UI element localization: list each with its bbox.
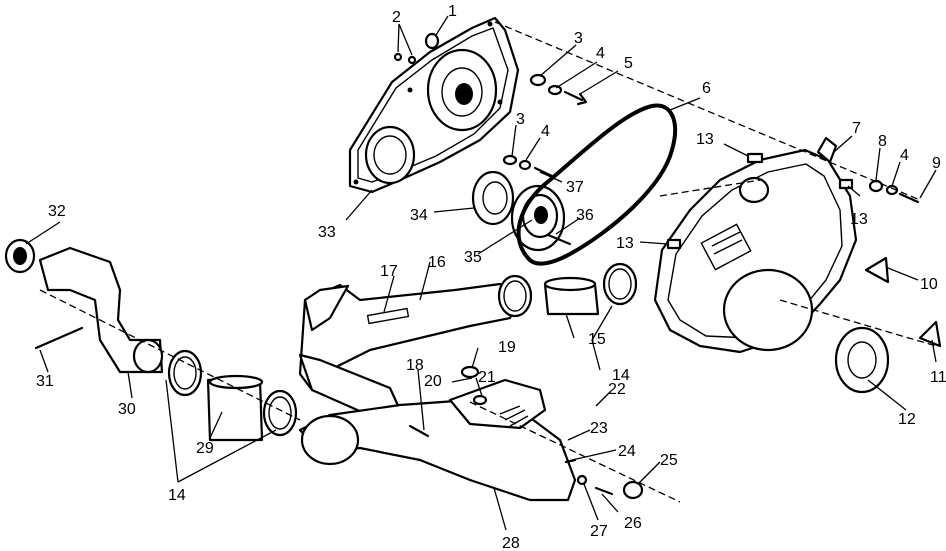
callout-34: 34 xyxy=(410,207,428,224)
callout-4-top: 4 xyxy=(596,45,605,62)
callout-30: 30 xyxy=(118,401,136,418)
callout-28: 28 xyxy=(502,535,520,551)
callout-16: 16 xyxy=(428,254,446,271)
callout-11: 11 xyxy=(930,369,946,386)
callout-32: 32 xyxy=(48,203,66,220)
callout-35: 35 xyxy=(464,249,482,266)
callout-22: 22 xyxy=(608,381,626,398)
callout-21: 21 xyxy=(478,369,496,386)
callout-7: 7 xyxy=(852,120,861,137)
callout-14-right: 14 xyxy=(612,367,630,384)
elbow-duct xyxy=(38,246,164,374)
callout-13-left: 13 xyxy=(616,235,634,252)
drive-pulley xyxy=(510,184,566,252)
seal xyxy=(471,170,515,226)
drive-belt xyxy=(516,103,678,266)
inner-cover xyxy=(348,16,520,194)
callout-24: 24 xyxy=(618,443,636,460)
callout-27: 27 xyxy=(590,523,608,540)
callout-6: 6 xyxy=(702,80,711,97)
intake-duct xyxy=(298,282,522,422)
callout-20: 20 xyxy=(424,373,442,390)
callout-5: 5 xyxy=(624,55,633,72)
callout-3-mid: 3 xyxy=(516,111,525,128)
callout-13-right: 13 xyxy=(850,211,868,228)
callout-23: 23 xyxy=(590,420,608,437)
callout-12: 12 xyxy=(898,411,916,428)
callout-31: 31 xyxy=(36,373,54,390)
callout-3-top: 3 xyxy=(574,30,583,47)
callout-33: 33 xyxy=(318,224,336,241)
callout-13-top: 13 xyxy=(696,131,714,148)
callout-2: 2 xyxy=(392,9,401,26)
callout-15: 15 xyxy=(588,331,606,348)
callout-10: 10 xyxy=(920,276,938,293)
callout-18: 18 xyxy=(406,357,424,374)
callout-37: 37 xyxy=(566,179,584,196)
outer-cover xyxy=(653,136,858,354)
callout-26: 26 xyxy=(624,515,642,532)
seal-32 xyxy=(4,238,36,274)
hardware xyxy=(34,32,942,500)
center-lines xyxy=(39,21,937,503)
callout-8: 8 xyxy=(878,133,887,150)
callout-19: 19 xyxy=(498,339,516,356)
callout-17: 17 xyxy=(380,263,398,280)
callout-numbers: 1 2 3 4 5 6 3 4 7 13 8 4 9 37 13 32 36 3… xyxy=(36,3,946,551)
callout-29: 29 xyxy=(196,440,214,457)
callout-1: 1 xyxy=(448,3,457,20)
callout-4-mid: 4 xyxy=(541,123,550,140)
leader-lines xyxy=(25,15,937,531)
exhaust-duct xyxy=(298,378,577,502)
callout-4-right: 4 xyxy=(900,147,909,164)
callout-14-left: 14 xyxy=(168,487,186,504)
callout-36: 36 xyxy=(576,207,594,224)
callout-25: 25 xyxy=(660,452,678,469)
clamps-and-hoses xyxy=(167,262,638,442)
callout-9: 9 xyxy=(932,155,941,172)
